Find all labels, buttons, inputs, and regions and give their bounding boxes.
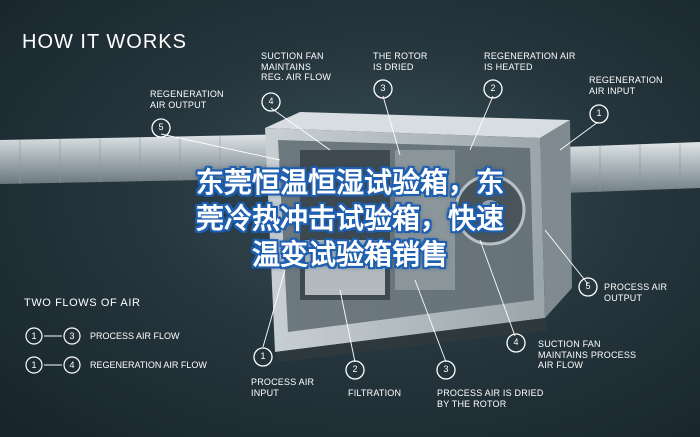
flow-label: PROCESS AIR FLOW	[90, 331, 180, 341]
number-badge-icon	[253, 347, 273, 367]
callout-number: 3	[380, 83, 386, 93]
page-heading: HOW IT WORKS	[22, 31, 187, 53]
callout-label: PROCESS AIR OUTPUT	[604, 282, 668, 303]
flow-to-number: 3	[69, 331, 75, 341]
cabinet-top	[265, 112, 570, 138]
flow-from-number: 1	[31, 331, 37, 341]
callout-label: SUCTION FAN MAINTAINS REG. AIR FLOW	[261, 51, 332, 82]
callout-number: 1	[260, 351, 266, 361]
cabinet-side	[540, 120, 572, 318]
left-duct	[0, 134, 300, 184]
number-badge-icon	[151, 118, 171, 138]
number-badge-icon	[578, 277, 598, 297]
callout-label: THE ROTOR IS DRIED	[373, 51, 428, 72]
flow-badges-icon	[25, 356, 81, 374]
flows-legend-title: TWO FLOWS OF AIR	[24, 297, 141, 309]
number-badge-icon	[506, 333, 526, 353]
number-badge-icon	[345, 360, 365, 380]
flow-label: REGENERATION AIR FLOW	[90, 360, 207, 370]
flow-to-number: 4	[69, 360, 75, 370]
number-badge-icon	[373, 79, 393, 99]
callout-number: 5	[158, 122, 164, 132]
number-badge-icon	[483, 79, 503, 99]
callout-label: PROCESS AIR INPUT	[251, 377, 315, 398]
flow-badges-icon	[25, 327, 81, 345]
overlay-title-line-2: 莞冷热冲击试验箱，快速	[195, 202, 504, 235]
callout-number: 1	[596, 108, 602, 118]
overlay-title-line-3: 温变试验箱销售	[251, 238, 448, 271]
number-badge-icon	[589, 104, 609, 124]
callout-label: FILTRATION	[348, 388, 402, 398]
callout-label: REGENERATION AIR INPUT	[589, 75, 663, 96]
callout-number: 4	[268, 96, 274, 106]
callout-number: 3	[443, 364, 449, 374]
callout-label: REGENERATION AIR IS HEATED	[484, 51, 576, 72]
leader-lines	[160, 95, 599, 363]
callout-number: 2	[490, 83, 496, 93]
number-badge-icon	[436, 360, 456, 380]
callout-number: 4	[513, 337, 519, 347]
callout-label: PROCESS AIR IS DRIED BY THE ROTOR	[437, 388, 544, 409]
callout-label: REGENERATION AIR OUTPUT	[150, 89, 224, 110]
callout-number: 2	[352, 364, 358, 374]
number-badge-icon	[261, 92, 281, 112]
flow-from-number: 1	[31, 360, 37, 370]
overlay-title-line-1: 东莞恒温恒湿试验箱，东	[195, 166, 504, 199]
callout-number: 5	[585, 281, 591, 291]
callout-label: SUCTION FAN MAINTAINS PROCESS AIR FLOW	[538, 339, 637, 370]
